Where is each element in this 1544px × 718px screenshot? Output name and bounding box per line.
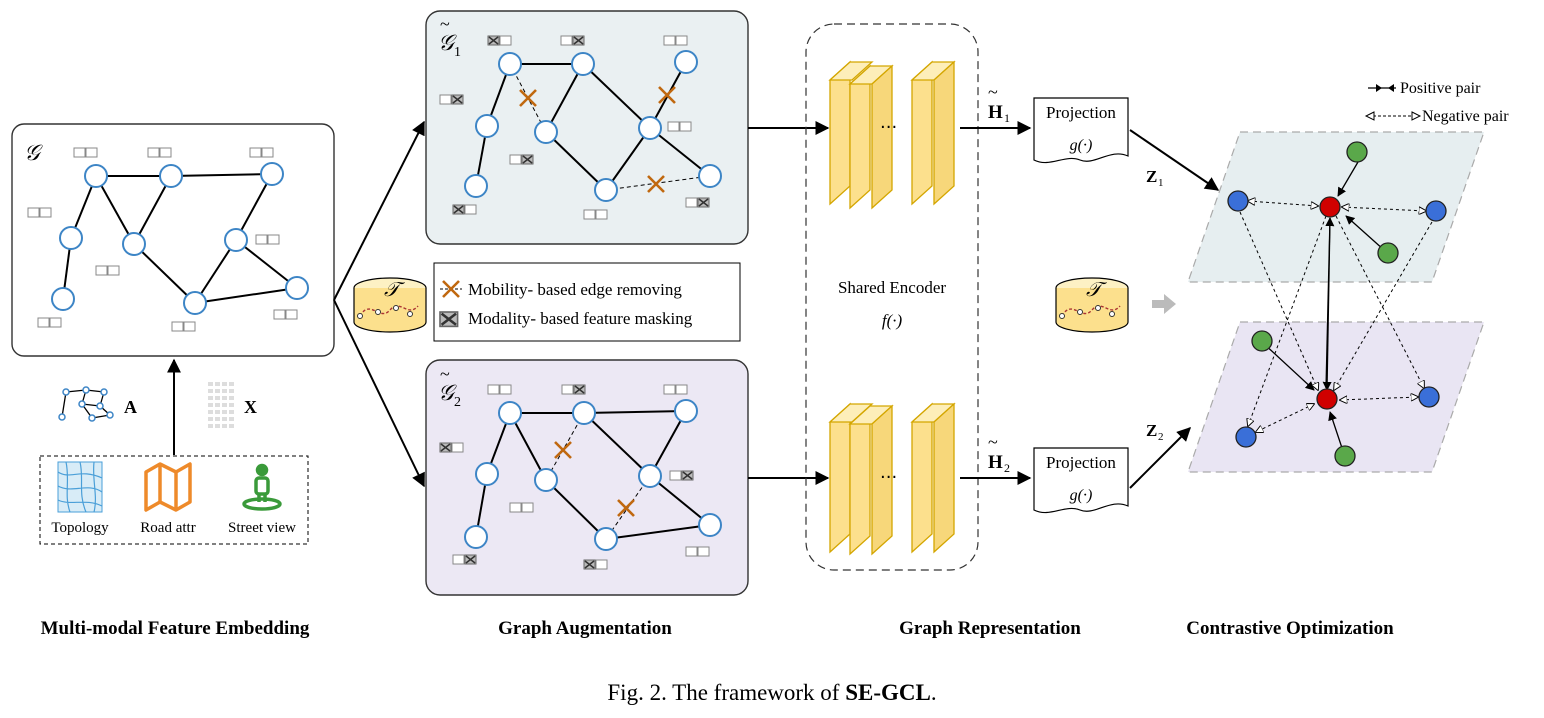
adjacency-label: A <box>124 397 137 417</box>
z2-symbol: Z <box>1146 421 1157 440</box>
graph-g2-label: 𝒢 <box>438 380 457 405</box>
topology-label: Topology <box>51 520 109 536</box>
street-view-person-icon <box>242 463 282 511</box>
input-modalities-box: Topology Road attr Street view <box>39 455 309 545</box>
graph-g1-subscript: 1 <box>454 45 461 60</box>
graph-g-edges <box>62 173 298 304</box>
graph-g-label: 𝒢 <box>24 140 43 165</box>
augmentation-legend: Mobility- based edge removing Modality- … <box>433 262 741 342</box>
folded-map-icon <box>144 462 192 512</box>
svg-text:~: ~ <box>988 432 998 452</box>
feature-matrix-label: X <box>244 397 257 417</box>
projection-1-label: Projection <box>1046 103 1116 122</box>
encoder-dots-bottom: ··· <box>880 467 897 488</box>
svg-text:2: 2 <box>1004 461 1010 475</box>
framework-diagram: 𝒢 <box>11 10 1509 596</box>
feature-mask-icon <box>438 310 459 328</box>
projection-1-function: g(·) <box>1070 137 1093 154</box>
projection-2-label: Projection <box>1046 453 1116 472</box>
feature-matrix-icon <box>208 382 234 428</box>
z2-arrow <box>1129 427 1191 489</box>
projection-2-function: g(·) <box>1070 487 1093 504</box>
figure-caption: Fig. 2. The framework of SE-GCL. <box>0 680 1544 706</box>
contrastive-nodes <box>1227 141 1447 467</box>
z1-arrow <box>1129 129 1220 191</box>
original-graph-panel: 𝒢 <box>11 123 335 357</box>
projection-head-1: Projection g(·) <box>1033 97 1129 164</box>
h1-symbol: H <box>988 102 1003 123</box>
projection-head-2: Projection g(·) <box>1033 447 1129 514</box>
shared-encoder: ··· ··· Shared Encoder f(·) <box>805 23 979 571</box>
stage-label-representation: Graph Representation <box>899 618 1081 639</box>
adjacency-icon <box>58 386 114 422</box>
svg-text:~: ~ <box>440 14 450 34</box>
augmented-graph-2-panel: 𝒢 ~ 2 <box>425 359 749 596</box>
h2-symbol: H <box>988 452 1003 473</box>
encoder-dots-top: ··· <box>880 117 897 138</box>
encoder-title: Shared Encoder <box>838 278 946 297</box>
stage-label-augmentation: Graph Augmentation <box>498 618 672 639</box>
svg-text:~: ~ <box>988 82 998 102</box>
encoder-function: f(·) <box>882 311 903 330</box>
graph-g-nodes <box>51 162 309 315</box>
road-attr-label: Road attr <box>140 520 195 536</box>
svg-text:1: 1 <box>1004 111 1010 125</box>
contrastive-pairs <box>1239 161 1433 455</box>
stage-label-embedding: Multi-modal Feature Embedding <box>40 618 310 639</box>
guidance-arrow-icon <box>1152 294 1176 314</box>
svg-text:~: ~ <box>440 364 450 384</box>
svg-text:2: 2 <box>1158 431 1164 443</box>
topology-map-icon <box>57 461 103 513</box>
pair-legend: Positive pair Negative pair <box>1364 80 1509 125</box>
graph-g1-label: 𝒢 <box>438 30 457 55</box>
street-view-label: Street view <box>228 520 296 536</box>
stage-label-contrastive: Contrastive Optimization <box>1186 618 1394 639</box>
arrow-to-g1 <box>333 120 425 301</box>
legend-edge-removing: Mobility- based edge removing <box>468 280 682 299</box>
svg-text:1: 1 <box>1158 177 1164 189</box>
graph-g2-subscript: 2 <box>454 395 461 410</box>
caption-suffix: . <box>930 680 937 705</box>
augmented-graph-1-panel: 𝒢 ~ 1 <box>425 10 749 245</box>
caption-prefix: Fig. 2. The framework of <box>607 680 846 705</box>
positive-pair-label: Positive pair <box>1400 80 1481 97</box>
caption-model-name: SE-GCL <box>845 680 931 705</box>
legend-feature-masking: Modality- based feature masking <box>468 309 693 328</box>
negative-pair-label: Negative pair <box>1422 108 1509 125</box>
z1-symbol: Z <box>1146 167 1157 186</box>
arrow-to-g2 <box>333 299 425 488</box>
